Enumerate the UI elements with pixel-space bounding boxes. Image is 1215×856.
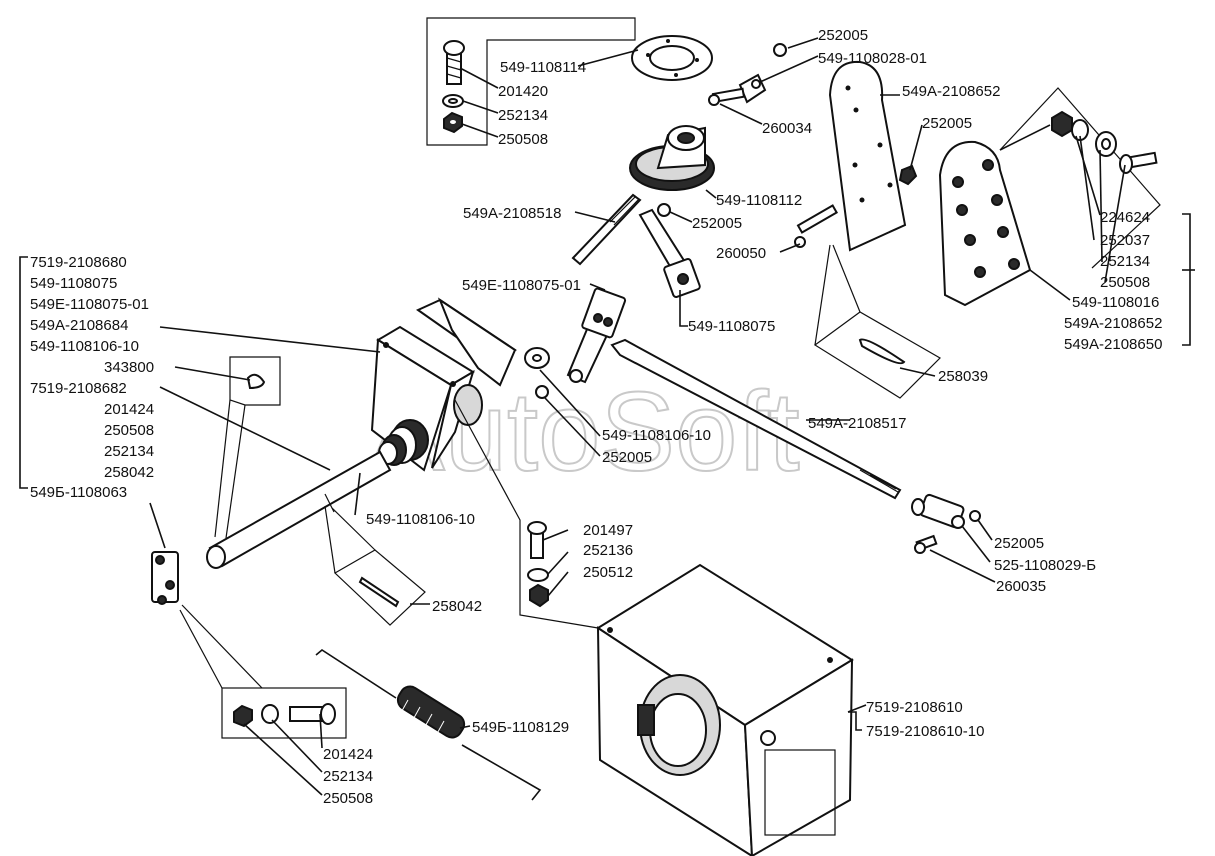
washer-252005-mid (657, 203, 671, 217)
top-fastener-group (426, 17, 636, 146)
bushing (378, 419, 429, 466)
left-list-item: 250508 (104, 422, 154, 439)
label-260035: 260035 (996, 578, 1046, 595)
leader-lines (19, 37, 1195, 796)
label-252005-d: 252005 (602, 449, 652, 466)
cotter-pin-258039-group (813, 244, 941, 399)
left-list-item: 549A-2108684 (30, 317, 128, 334)
pedal-rod-549A-2108518 (571, 193, 642, 266)
label-549A-2108517: 549A-2108517 (808, 415, 906, 432)
shaft (206, 450, 392, 569)
label-549E-1108075-01: 549E-1108075-01 (462, 277, 581, 294)
cone-mount (629, 125, 715, 191)
label-549-1108016: 549-1108016 (1072, 294, 1159, 311)
washers-mid (524, 347, 550, 399)
label-260034: 260034 (762, 120, 812, 137)
cotter-258042-group (324, 505, 426, 626)
label-549-1108114: 549-1108114 (500, 59, 586, 76)
label-250508-bottom: 250508 (323, 790, 373, 807)
clevis-top (708, 73, 767, 106)
left-parts-list: 7519-2108680 549-1108075 549E-1108075-01… (30, 254, 154, 501)
pedal-plate (828, 60, 907, 252)
label-252134-right: 252134 (1100, 253, 1150, 270)
label-250508-right: 250508 (1100, 274, 1150, 291)
bottom-fastener-group (179, 604, 347, 739)
label-201420: 201420 (498, 83, 548, 100)
box-fastener-group (454, 399, 599, 629)
left-list-item: 258042 (104, 464, 154, 481)
label-525-1108029-B: 525-1108029-Б (994, 557, 1096, 574)
label-252005-b: 252005 (922, 115, 972, 132)
label-549A-2108652-a: 549A-2108652 (902, 83, 1000, 100)
label-549A-2108652-b: 549A-2108652 (1064, 315, 1162, 332)
label-252134-bottom: 252134 (323, 768, 373, 785)
pin-260050 (794, 204, 839, 248)
left-list-item: 201424 (104, 401, 154, 418)
label-549-1108106-10-mid: 549-1108106-10 (602, 427, 711, 444)
pedal-pad (938, 140, 1032, 307)
label-549B-1108129: 549Б-1108129 (472, 719, 569, 736)
label-258042-mid: 258042 (432, 598, 482, 615)
label-549A-2108518: 549A-2108518 (463, 205, 561, 222)
gasket-plate (631, 35, 713, 81)
label-7519-2108610-10: 7519-2108610-10 (866, 723, 984, 740)
control-box (596, 563, 854, 856)
left-list-item: 549E-1108075-01 (30, 296, 149, 313)
washer-252005-top (773, 43, 787, 57)
right-fastener-group (999, 87, 1161, 269)
label-250508-top: 250508 (498, 131, 548, 148)
label-549-1108112: 549-1108112 (716, 192, 802, 209)
label-201497: 201497 (583, 522, 633, 539)
label-201424-bottom: 201424 (323, 746, 373, 763)
label-252005-e: 252005 (994, 535, 1044, 552)
label-258039: 258039 (938, 368, 988, 385)
label-7519-2108610: 7519-2108610 (866, 699, 963, 716)
label-252134-top: 252134 (498, 107, 548, 124)
long-rod-549A-2108517 (610, 338, 902, 500)
lever-549E-1108075-01 (566, 287, 627, 384)
label-549A-2108650: 549A-2108650 (1064, 336, 1162, 353)
left-list-item: 549-1108106-10 (30, 338, 139, 355)
label-250512: 250512 (583, 564, 633, 581)
spring (315, 649, 542, 801)
left-list-item: 549Б-1108063 (30, 484, 127, 501)
label-252005-a: 252005 (818, 27, 868, 44)
left-list-item: 252134 (104, 443, 154, 460)
lever-549B-1108063 (151, 551, 179, 605)
label-252005-c: 252005 (692, 215, 742, 232)
left-list-item: 549-1108075 (30, 275, 117, 292)
key-343800-group (214, 356, 281, 539)
lever-549-1108075 (638, 208, 701, 298)
part-labels: 549-1108114 201420 252134 250508 252005 … (323, 27, 1162, 807)
label-252136: 252136 (583, 542, 633, 559)
label-549-1108028-01: 549-1108028-01 (818, 50, 927, 67)
label-549-1108106-10-shaft: 549-1108106-10 (366, 511, 475, 528)
left-list-item: 343800 (104, 359, 154, 376)
label-549-1108075-mid: 549-1108075 (688, 318, 775, 335)
label-224624: 224624 (1100, 209, 1150, 226)
nut-252005-pedal (898, 164, 918, 186)
label-252037: 252037 (1100, 232, 1150, 249)
label-260050: 260050 (716, 245, 766, 262)
left-list-item: 7519-2108680 (30, 254, 127, 271)
left-list-item: 7519-2108682 (30, 380, 127, 397)
clevis-right (911, 493, 981, 554)
